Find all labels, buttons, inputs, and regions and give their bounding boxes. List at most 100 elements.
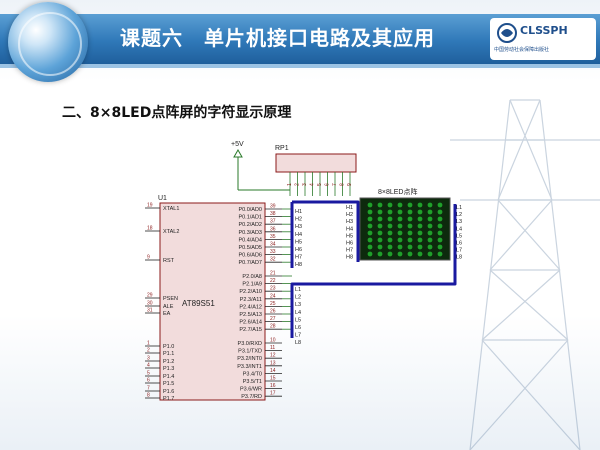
led-dot: [407, 237, 413, 243]
pin-number: 24: [270, 293, 276, 299]
resistor-label: RP1: [275, 145, 289, 152]
pin-number: 23: [270, 286, 276, 292]
led-dot: [397, 223, 403, 229]
led-dot: [377, 230, 383, 236]
pin-label: P0.6/AD6: [238, 253, 262, 259]
pin-number: 5: [147, 371, 150, 377]
header-underline: [0, 64, 600, 68]
resistor-pin-number: 8: [340, 183, 346, 186]
power-tower-illustration: [450, 99, 600, 450]
led-dot: [377, 237, 383, 243]
column-net-label: L6: [295, 325, 301, 331]
matrix-column-label: L4: [456, 226, 462, 232]
led-dot: [377, 216, 383, 222]
led-dot: [367, 202, 373, 208]
led-dot: [367, 230, 373, 236]
pin-label: P0.3/AD3: [238, 230, 262, 236]
led-dot: [427, 216, 433, 222]
pin-number: 28: [270, 324, 276, 330]
matrix-column-label: L8: [456, 255, 462, 261]
power-arrow-icon: [233, 148, 243, 158]
pin-label: P3.3/INT1: [237, 364, 262, 370]
led-dot: [397, 209, 403, 215]
led-dot: [427, 244, 433, 250]
led-dot: [437, 244, 443, 250]
matrix-row-label: H5: [346, 233, 353, 239]
led-dot: [387, 244, 393, 250]
led-dot: [417, 202, 423, 208]
power-label: +5V: [231, 141, 244, 148]
led-dot: [437, 202, 443, 208]
led-dot: [387, 202, 393, 208]
power-supply: +5V: [231, 141, 290, 191]
pin-number: 9: [147, 255, 150, 261]
pin-number: 18: [147, 226, 153, 232]
pin-number: 13: [270, 360, 276, 366]
led-dot: [397, 202, 403, 208]
matrix-row-label: H3: [346, 219, 353, 225]
pin-label: P1.7: [163, 396, 174, 402]
pin-number: 36: [270, 226, 276, 232]
resistor-pin-number: 6: [325, 183, 331, 186]
led-dot: [437, 216, 443, 222]
pin-label: P3.2/INT0: [237, 356, 262, 362]
led-dot: [387, 223, 393, 229]
pin-label: P0.0/AD0: [238, 207, 262, 213]
led-dot: [377, 251, 383, 257]
pin-number: 19: [147, 203, 153, 209]
pin-number: 12: [270, 353, 276, 359]
chip-reference: U1: [158, 195, 167, 202]
led-dot: [367, 223, 373, 229]
column-net-label: L8: [295, 340, 301, 346]
led-dot: [377, 223, 383, 229]
led-dot: [387, 251, 393, 257]
led-dot: [407, 251, 413, 257]
section-heading: 二、8×8LED点阵屏的字符显示原理: [62, 105, 292, 121]
pin-label: P2.5/A13: [239, 312, 262, 318]
led-dot: [387, 216, 393, 222]
led-dot: [387, 230, 393, 236]
matrix-column-label: L2: [456, 212, 462, 218]
led-dot: [367, 244, 373, 250]
resistor-pin-number: 4: [310, 183, 316, 186]
matrix-row-label: H7: [346, 248, 353, 254]
globe-ring-decoration: [18, 12, 82, 76]
pin-number: 16: [270, 383, 276, 389]
pin-number: 11: [270, 345, 275, 351]
led-dot: [377, 244, 383, 250]
led-dot: [407, 223, 413, 229]
row-net-label: H1: [295, 209, 302, 215]
row-net-label: H4: [295, 232, 302, 238]
led-dot: [387, 209, 393, 215]
page-title: 课题六 单片机接口电路及其应用: [120, 26, 435, 50]
pin-label: P0.5/AD5: [238, 245, 262, 251]
column-net-label: L2: [295, 295, 301, 301]
led-dot: [367, 216, 373, 222]
pin-label: P2.0/A8: [242, 274, 262, 280]
pin-number: 26: [270, 309, 276, 315]
led-dot: [397, 244, 403, 250]
row-net-label: H6: [295, 247, 302, 253]
pin-number: 38: [270, 211, 276, 217]
row-net-label: H8: [295, 262, 302, 268]
led-dot: [427, 251, 433, 257]
matrix-column-label: L6: [456, 241, 462, 247]
publisher-logo-icon: [497, 23, 517, 43]
column-net-label: L5: [295, 317, 301, 323]
pin-number: 22: [270, 278, 276, 284]
led-dot: [407, 202, 413, 208]
pin-label: P3.6/WR: [240, 387, 262, 393]
row-net-label: H5: [295, 239, 302, 245]
matrix-title: 8×8LED点阵: [378, 187, 418, 196]
led-dot: [437, 251, 443, 257]
resistor-body: [275, 153, 357, 173]
led-dot: [417, 223, 423, 229]
row-bus-to-matrix: [292, 200, 360, 262]
pin-number: 15: [270, 376, 276, 382]
pin-label: P0.4/AD4: [238, 237, 262, 243]
pin-label: ALE: [163, 304, 174, 310]
pin-label: XTAL2: [163, 229, 179, 235]
led-dot: [377, 202, 383, 208]
column-net-label: L1: [295, 287, 301, 293]
pin-number: 8: [147, 393, 150, 399]
